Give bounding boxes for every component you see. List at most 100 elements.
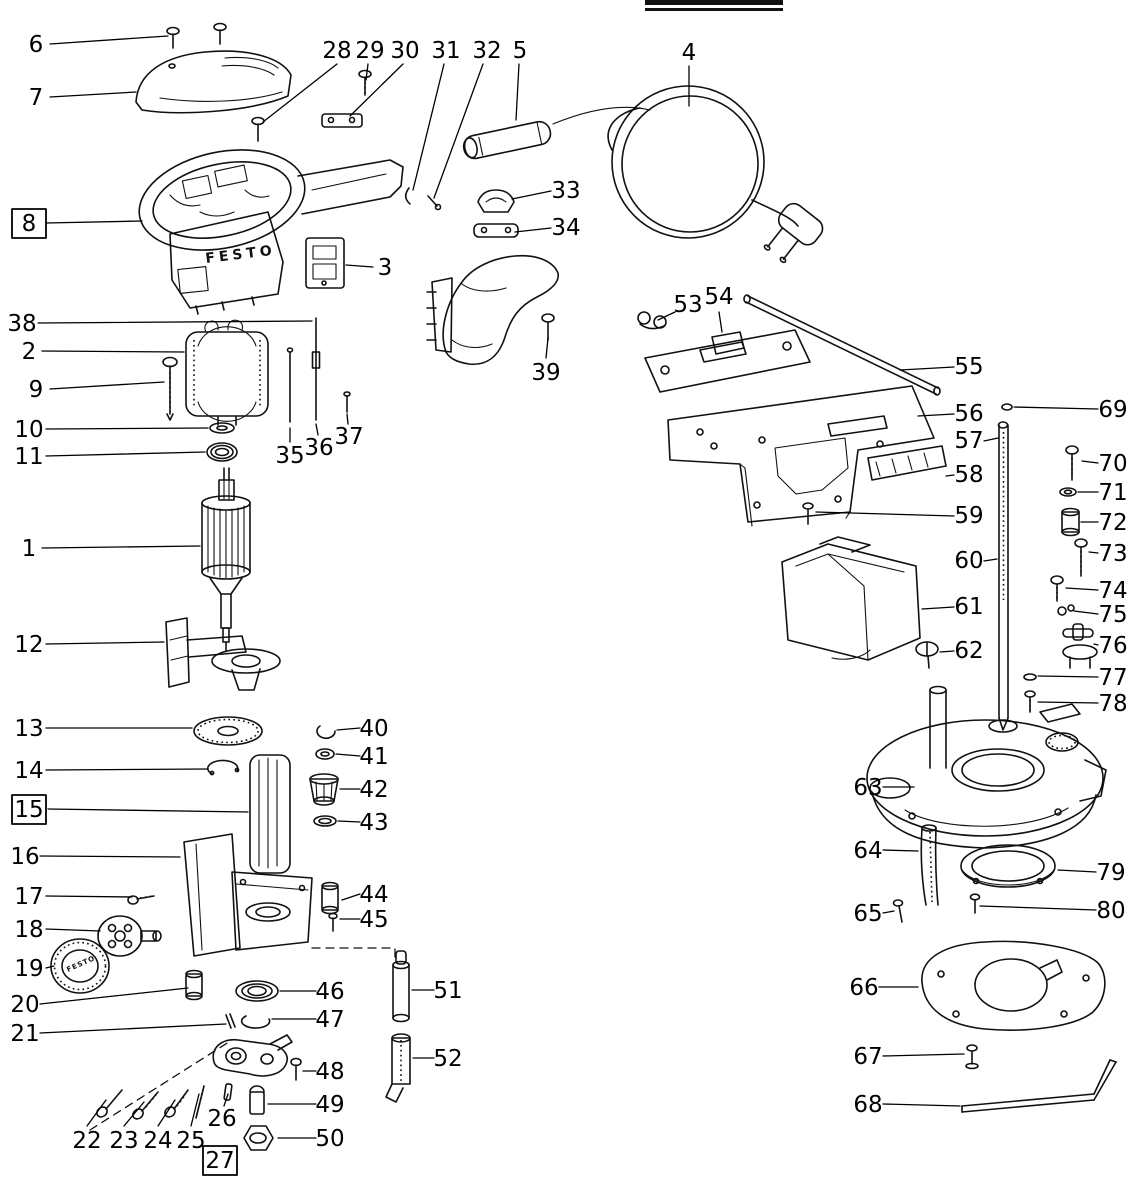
part-callout-46: 46 xyxy=(279,979,345,1005)
part-number-37: 37 xyxy=(334,424,363,450)
part-number-10: 10 xyxy=(14,417,43,443)
leader-line-73 xyxy=(1088,551,1099,554)
circlip-47 xyxy=(240,1015,271,1029)
part-number-62: 62 xyxy=(954,638,983,664)
part-callout-65: 65 xyxy=(853,901,895,927)
leader-line-15 xyxy=(47,808,249,813)
part-callout-45: 45 xyxy=(339,907,389,933)
bar-30 xyxy=(321,113,363,128)
part-number-44: 44 xyxy=(359,882,388,908)
leader-line-19 xyxy=(45,965,55,969)
leader-line-54 xyxy=(718,311,723,333)
part-number-15: 15 xyxy=(14,797,43,823)
screw-17 xyxy=(127,895,155,905)
part-callout-31: 31 xyxy=(412,38,461,191)
part-number-19: 19 xyxy=(14,956,43,982)
leader-line-30 xyxy=(349,63,404,117)
part-callout-1: 1 xyxy=(22,536,201,562)
part-number-29: 29 xyxy=(355,38,384,64)
part-number-41: 41 xyxy=(359,744,388,770)
leader-line-44 xyxy=(341,893,361,901)
sole-plate-66 xyxy=(921,940,1106,1031)
part-callout-76: 76 xyxy=(1093,633,1128,659)
part-number-64: 64 xyxy=(853,838,882,864)
chip-deflector-61 xyxy=(781,536,921,661)
part-number-28: 28 xyxy=(322,38,351,64)
nut-50 xyxy=(243,1125,274,1151)
part-number-49: 49 xyxy=(315,1092,344,1118)
clip-40 xyxy=(316,725,336,740)
ring-43 xyxy=(313,815,337,827)
part-number-18: 18 xyxy=(14,917,43,943)
part-number-73: 73 xyxy=(1098,541,1127,567)
screw-9 xyxy=(162,356,178,421)
part-number-67: 67 xyxy=(853,1044,882,1070)
part-callout-15: 15 xyxy=(11,794,249,825)
leader-line-17 xyxy=(45,895,133,898)
leader-line-37 xyxy=(346,413,349,425)
part-number-46: 46 xyxy=(315,979,344,1005)
part-number-38: 38 xyxy=(7,311,36,337)
stator-2 xyxy=(185,319,269,426)
leader-line-78 xyxy=(1037,701,1099,704)
part-callout-35: 35 xyxy=(275,427,305,469)
pin-37 xyxy=(343,391,351,413)
part-callout-61: 61 xyxy=(921,594,984,620)
part-callout-39: 39 xyxy=(531,337,561,386)
leader-line-28 xyxy=(262,63,338,123)
leader-line-2 xyxy=(41,350,185,353)
leader-line-74 xyxy=(1065,587,1099,591)
part-number-7: 7 xyxy=(29,85,44,111)
part-callout-66: 66 xyxy=(849,975,919,1001)
leader-line-43 xyxy=(337,820,361,823)
screw-74 xyxy=(1050,575,1064,602)
part-callout-41: 41 xyxy=(335,744,389,770)
part-callout-12: 12 xyxy=(14,632,165,658)
collar-ring-79 xyxy=(960,844,1056,888)
leader-line-25 xyxy=(190,1093,200,1127)
part-number-2: 2 xyxy=(22,339,37,365)
leader-line-6 xyxy=(49,35,169,45)
part-callout-24: 24 xyxy=(143,1099,176,1154)
part-callout-11: 11 xyxy=(14,444,206,470)
part-callout-63: 63 xyxy=(853,775,915,801)
leader-line-36 xyxy=(315,423,319,436)
leader-line-22 xyxy=(86,1099,107,1127)
part-number-5: 5 xyxy=(513,38,528,64)
part-number-55: 55 xyxy=(954,354,983,380)
cover-cap-7 xyxy=(135,50,292,114)
cable-clamp-33 xyxy=(477,189,515,213)
part-number-80: 80 xyxy=(1096,898,1125,924)
washer-41 xyxy=(315,748,335,760)
screw-70 xyxy=(1065,445,1079,481)
cylinder-72 xyxy=(1061,507,1080,537)
callout-box-27 xyxy=(202,1145,238,1176)
stud-25 xyxy=(195,1085,205,1119)
part-callout-38: 38 xyxy=(7,311,313,337)
part-callout-56: 56 xyxy=(917,401,984,427)
leader-line-41 xyxy=(335,753,361,757)
washer-71 xyxy=(1059,487,1077,497)
part-number-76: 76 xyxy=(1098,633,1127,659)
part-callout-20: 20 xyxy=(10,987,189,1018)
part-number-71: 71 xyxy=(1098,480,1127,506)
part-callout-68: 68 xyxy=(853,1092,961,1118)
corner-mark xyxy=(645,0,783,11)
part-callout-4: 4 xyxy=(682,40,696,107)
leader-line-24 xyxy=(157,1099,176,1127)
leader-line-53 xyxy=(657,311,676,321)
part-number-35: 35 xyxy=(275,443,304,469)
part-callout-49: 49 xyxy=(267,1092,345,1118)
armature-1 xyxy=(201,467,251,651)
part-number-14: 14 xyxy=(14,758,43,784)
circlip-14 xyxy=(207,759,240,776)
leader-line-62 xyxy=(939,650,955,653)
leader-line-21 xyxy=(39,1023,227,1034)
part-number-51: 51 xyxy=(433,978,462,1004)
part-number-23: 23 xyxy=(109,1128,138,1154)
adjuster-disc-18 xyxy=(97,915,162,957)
part-callout-48: 48 xyxy=(302,1059,345,1085)
pin-36 xyxy=(311,317,321,421)
construction-lines xyxy=(89,947,396,1131)
